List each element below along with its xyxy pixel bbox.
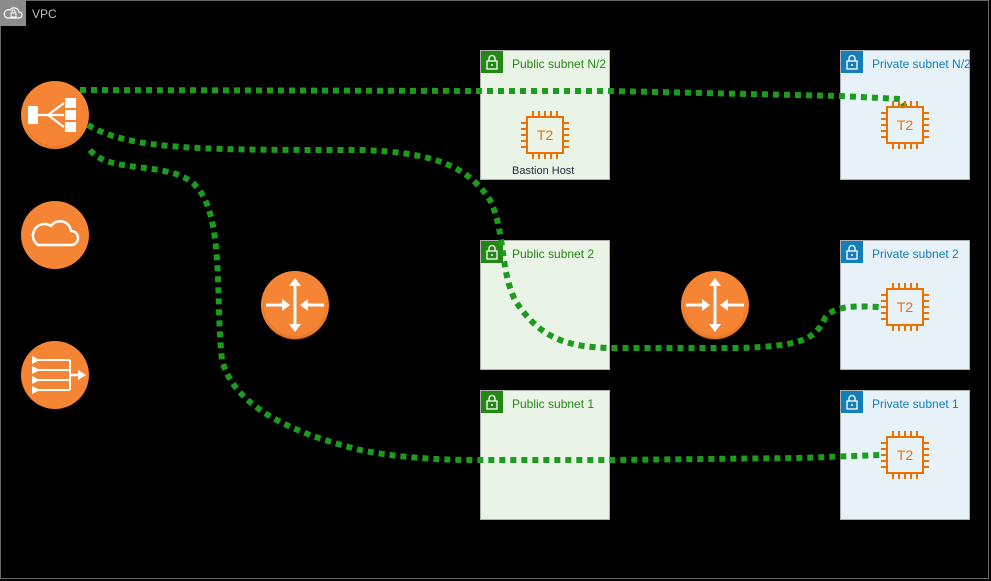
public-subnet-1[interactable]: Public subnet 1 [480, 390, 610, 520]
lock-icon [481, 51, 503, 73]
internet-gateway-cloud-icon[interactable] [20, 200, 90, 270]
vpc-label: VPC [32, 7, 57, 21]
instance-type-label: T2 [537, 127, 554, 143]
elastic-load-balancer-icon[interactable] [20, 80, 90, 150]
cloud-lock-icon [3, 7, 23, 19]
public-subnet-2[interactable]: Public subnet 2 [480, 240, 610, 370]
subnet-title: Private subnet N/2 [872, 57, 971, 71]
private-subnet-n2[interactable]: Private subnet N/2 [840, 50, 971, 180]
router-icon[interactable] [260, 270, 330, 340]
subnet-title: Private subnet 2 [872, 247, 959, 261]
instance-type-label: T2 [897, 447, 914, 463]
lock-icon [481, 391, 503, 413]
ec2-instance-icon[interactable]: T2 [880, 282, 930, 332]
private-subnet-1[interactable]: Private subnet 1 [840, 390, 970, 520]
subnet-title: Public subnet 1 [512, 397, 595, 411]
subnet-title: Private subnet 1 [872, 397, 959, 411]
instance-type-label: T2 [897, 117, 914, 133]
lock-icon [841, 391, 863, 413]
connection-lb-private-2 [86, 122, 881, 351]
subnet-title: Public subnet N/2 [512, 57, 607, 71]
ec2-instance-icon[interactable]: T2 [880, 100, 930, 150]
lock-icon [841, 51, 863, 73]
router-icon[interactable] [680, 270, 750, 340]
subnet-title: Public subnet 2 [512, 247, 595, 261]
private-subnet-2[interactable]: Private subnet 2 [840, 240, 970, 370]
instance-type-label: T2 [897, 299, 914, 315]
ec2-instance-icon[interactable]: T2 [880, 430, 930, 480]
vpc-badge [0, 0, 26, 26]
lock-icon [841, 241, 863, 263]
bastion-host-label: Bastion Host [512, 165, 575, 177]
lock-icon [481, 241, 503, 263]
connection-lb-private-n2 [79, 87, 908, 109]
ec2-instance-icon[interactable]: T2 [520, 110, 570, 160]
connection-lb-private-1 [87, 147, 881, 463]
nat-gateway-icon[interactable] [20, 340, 90, 410]
